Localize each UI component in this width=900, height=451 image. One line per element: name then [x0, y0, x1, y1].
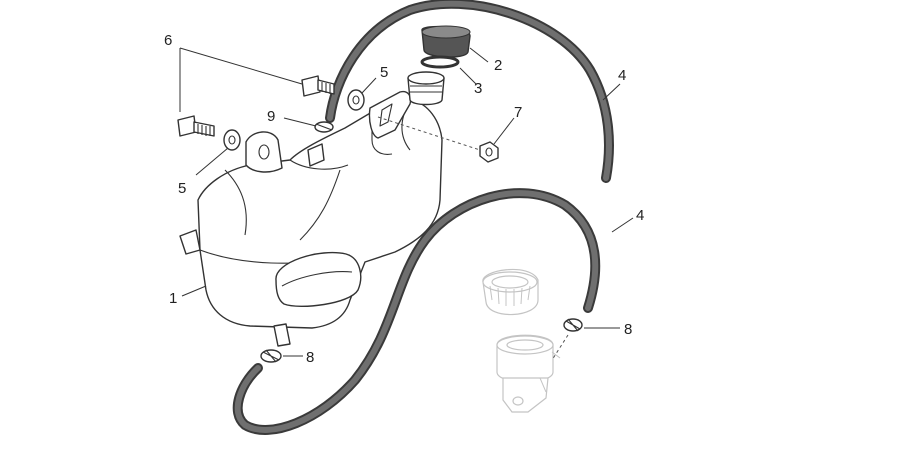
mounting-bolt-lower	[177, 115, 215, 137]
hex-nut	[479, 141, 499, 163]
callout-1: 1	[169, 290, 177, 307]
retaining-clip	[314, 121, 334, 133]
hose-clamp-lower	[260, 349, 282, 363]
delivery-hose-lower	[232, 188, 601, 435]
callout-4-lower: 4	[636, 207, 644, 224]
reservoir-cap	[421, 25, 471, 58]
callout-2: 2	[494, 57, 502, 74]
assembly-axis-lines	[377, 116, 569, 361]
reference-filler-assembly	[482, 268, 561, 413]
o-ring-seal	[420, 55, 460, 69]
vent-hose-upper	[325, 0, 614, 183]
callout-4-upper: 4	[618, 67, 626, 84]
mounting-bolt-upper	[301, 75, 335, 97]
callout-8-right: 8	[624, 321, 632, 338]
leader-lines	[179, 47, 634, 357]
washer-upper	[347, 89, 365, 111]
callout-3: 3	[474, 80, 482, 97]
washer-lower	[223, 129, 241, 151]
callout-8-lower: 8	[306, 349, 314, 366]
hose-clamp-right	[563, 318, 583, 332]
callout-5-lower: 5	[178, 180, 186, 197]
callout-5-upper: 5	[380, 64, 388, 81]
callout-6: 6	[164, 32, 172, 49]
callout-9: 9	[267, 108, 275, 125]
callout-7: 7	[514, 104, 522, 121]
reservoir-tank	[179, 71, 445, 347]
